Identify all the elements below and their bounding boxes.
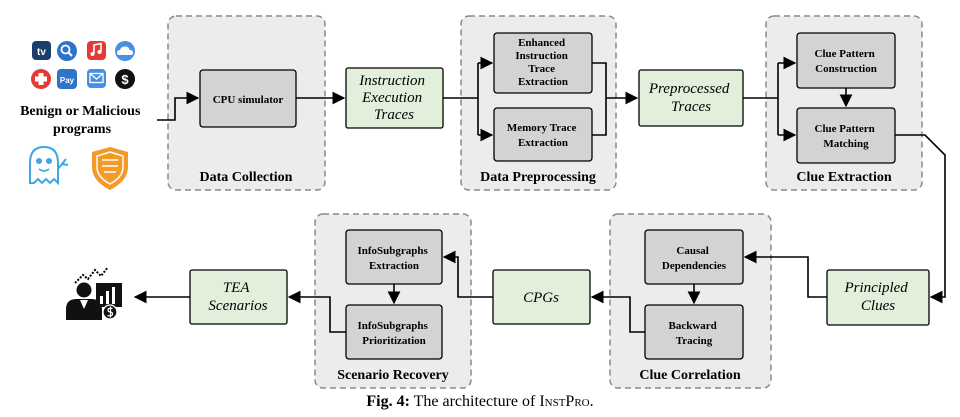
enhanced-trace-line: Extraction [518, 76, 568, 88]
pay-icon-text: Pay [60, 76, 75, 85]
clue-construction-line: Clue Pattern [815, 48, 875, 60]
arrow-prioritization-to-tea [287, 290, 346, 333]
search-icon [57, 41, 77, 61]
tv-icon-text: tv [37, 47, 46, 58]
svg-text:InfoSubgraphs Extraction: InfoSubgraphs Extraction [357, 245, 430, 272]
arrow-matching-to-principled [895, 134, 946, 304]
meltdown-shield-icon [92, 147, 128, 190]
spectre-ghost-icon [29, 145, 69, 186]
stage-label-data-collection: Data Collection [200, 170, 293, 185]
analyst-icon [66, 266, 122, 320]
pay-icon: Pay [57, 69, 77, 89]
cpu-simulator-label: CPU simulator [213, 94, 284, 106]
svg-text:Preprocessed Traces: Preprocessed Traces [648, 81, 733, 115]
dollar-icon: $ [115, 69, 135, 89]
cpgs-label: CPGs [523, 290, 559, 306]
memory-trace-line: Memory Trace [507, 122, 577, 134]
principled-line: Clues [861, 298, 895, 314]
preprocessed-line: Traces [671, 99, 711, 115]
preprocessed-line: Preprocessed [648, 81, 730, 97]
music-icon [87, 41, 106, 60]
infosub-extraction-line: Extraction [369, 260, 419, 272]
enhanced-trace-line: Instruction [515, 50, 568, 62]
clue-construction-line: Construction [815, 63, 877, 75]
caption-end: . [589, 393, 594, 410]
memory-trace-line: Extraction [518, 137, 568, 149]
infosub-prioritization-line: InfoSubgraphs [357, 320, 428, 332]
clue-matching-line: Clue Pattern [815, 123, 875, 135]
instr-traces-line: Traces [374, 107, 414, 123]
tea-line: TEA [223, 280, 251, 296]
process-infosubgraphs-prioritization: InfoSubgraphs Prioritization [345, 304, 443, 360]
arrow-principled-to-causal [743, 250, 827, 298]
svg-text:Instruction Execution: Instruction Execution Traces [358, 73, 429, 123]
enhanced-trace-line: Enhanced [518, 37, 565, 49]
input-label-line1: Benign or Malicious [20, 104, 141, 119]
cloud-icon [115, 41, 135, 61]
arrow-input-to-cpu [157, 91, 200, 121]
infosub-extraction-line: InfoSubgraphs [357, 245, 428, 257]
stage-label-scenario-recovery: Scenario Recovery [337, 368, 449, 383]
svg-text:Clue Pattern Constructio: Clue Pattern Construction [815, 48, 878, 75]
stage-label-clue-correlation: Clue Correlation [639, 368, 740, 383]
architecture-diagram: Data Collection Data Preprocessing Clue … [20, 15, 946, 389]
caption-system-name: InstPro [539, 393, 590, 410]
data-tea-scenarios: TEA Scenarios [189, 269, 288, 325]
caption-fig-number: Fig. 4: [366, 393, 410, 410]
arrow-backward-to-cpgs [590, 290, 645, 333]
clue-matching-line: Matching [823, 138, 869, 150]
process-clue-pattern-construction: Clue Pattern Construction [796, 32, 896, 89]
data-cpgs: CPGs [492, 269, 591, 325]
principled-line: Principled [843, 280, 908, 296]
causal-line: Dependencies [662, 260, 727, 272]
infosub-prioritization-line: Prioritization [362, 335, 426, 347]
figure-caption: Fig. 4: The architecture of InstPro. [0, 393, 960, 411]
svg-text:InfoSubgraphs Prioritiza: InfoSubgraphs Prioritization [357, 320, 430, 347]
instr-traces-line: Execution [361, 90, 422, 106]
stage-label-clue-extraction: Clue Extraction [796, 170, 891, 185]
data-principled-clues: Principled Clues [826, 269, 930, 326]
mail-icon [87, 69, 106, 88]
svg-text:Benign or Malicious progra: Benign or Malicious programs [20, 104, 144, 137]
process-memory-trace-extraction: Memory Trace Extraction [493, 107, 593, 162]
medical-cross-icon [31, 69, 51, 89]
instr-traces-line: Instruction [358, 73, 425, 89]
svg-text:Principled Clues: Principled Clues [843, 280, 911, 314]
backward-line: Backward [668, 320, 716, 332]
data-instruction-execution-traces: Instruction Execution Traces [345, 67, 444, 129]
process-causal-dependencies: Causal Dependencies [644, 229, 744, 285]
svg-text:Enhanced Instruction: Enhanced Instruction Trace Extraction [515, 37, 570, 88]
data-preprocessed-traces: Preprocessed Traces [638, 69, 744, 127]
arrow-merge [592, 62, 607, 136]
arrow-traces-split [443, 63, 479, 135]
connectors [133, 56, 946, 333]
arrow-preprocessed-split [743, 63, 779, 135]
dollar-icon-text: $ [121, 72, 129, 87]
stage-label-data-preprocessing: Data Preprocessing [480, 170, 596, 185]
arrow-cpgs-to-extraction [442, 250, 493, 298]
svg-text:Causal Dependencies: Causal Dependencies [662, 245, 727, 272]
input-app-icons: tv Pay [31, 41, 135, 89]
svg-text:Clue Pattern Matching: Clue Pattern Matching [815, 123, 878, 150]
process-clue-pattern-matching: Clue Pattern Matching [796, 107, 896, 164]
tea-line: Scenarios [208, 298, 267, 314]
enhanced-trace-line: Trace [528, 63, 555, 75]
process-enhanced-trace-extraction: Enhanced Instruction Trace Extraction [493, 32, 593, 94]
process-backward-tracing: Backward Tracing [644, 304, 744, 360]
caption-text: The architecture of [409, 393, 540, 410]
causal-line: Causal [676, 245, 708, 257]
tv-icon: tv [32, 41, 51, 60]
svg-text:TEA Scenarios: TEA Scenarios [208, 280, 267, 314]
svg-text:Memory Trace Extraction: Memory Trace Extraction [507, 122, 579, 149]
svg-text:Backward Tracing: Backward Tracing [668, 320, 719, 347]
process-cpu-simulator: CPU simulator [199, 69, 297, 128]
input-label-line2: programs [53, 122, 112, 137]
process-infosubgraphs-extraction: InfoSubgraphs Extraction [345, 229, 443, 285]
backward-line: Tracing [676, 335, 713, 347]
